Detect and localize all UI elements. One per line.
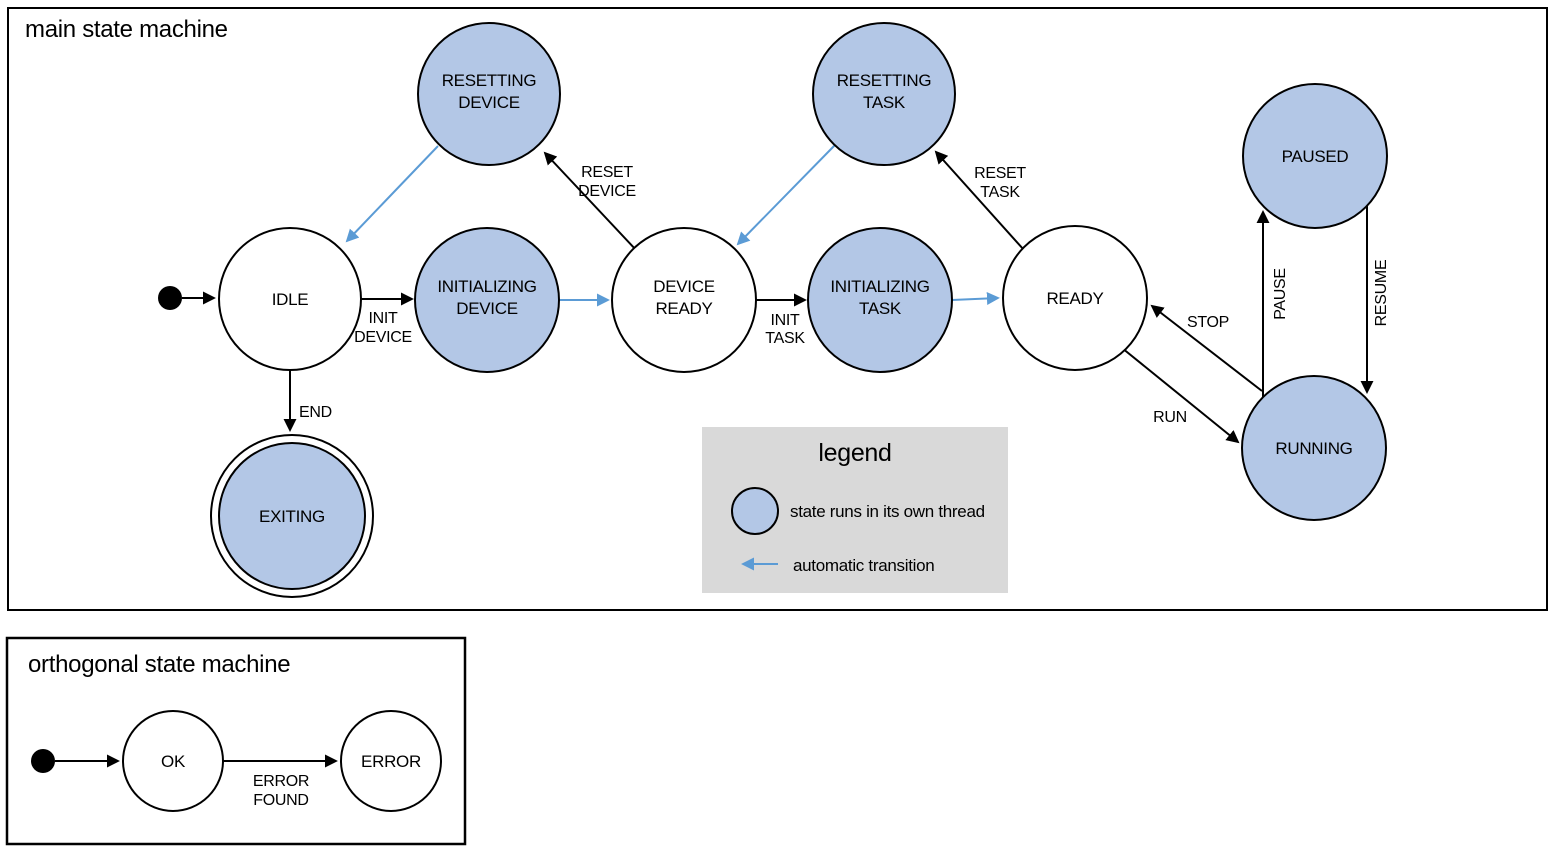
state-initializing-task — [807, 227, 953, 373]
state-initializing-task-label-line2: TASK — [859, 299, 902, 318]
transition-stop-label: STOP — [1187, 314, 1229, 331]
initial-state-dot — [158, 286, 182, 310]
orthogonal-initial-state-dot — [31, 749, 55, 773]
transition-pause-label: PAUSE — [1272, 268, 1289, 320]
transition-reset-device-label-line2: DEVICE — [578, 183, 636, 200]
state-device-ready-label-line1: DEVICE — [653, 277, 715, 296]
state-paused-label: PAUSED — [1282, 147, 1349, 166]
transition-reset-device — [543, 151, 638, 252]
transition-stop — [1150, 304, 1263, 392]
state-exiting-label: EXITING — [259, 507, 325, 526]
state-initializing-device-label-line1: INITIALIZING — [437, 277, 536, 296]
transition-auto-resetting-task-to-device-ready — [736, 144, 836, 246]
state-ready — [1002, 225, 1148, 371]
transition-run — [1121, 347, 1240, 444]
state-initializing-task-label-line1: INITIALIZING — [830, 277, 929, 296]
legend-title: legend — [818, 439, 891, 467]
transition-init-task-label-line2: TASK — [765, 330, 805, 347]
state-exiting — [218, 442, 366, 590]
state-idle — [218, 227, 362, 371]
orthogonal-machine-title: orthogonal state machine — [28, 651, 290, 678]
state-idle-label: IDLE — [272, 290, 309, 309]
state-initializing-device-label-line2: DEVICE — [456, 299, 518, 318]
transition-reset-task — [934, 150, 1025, 251]
transition-reset-device-label-line1: RESET — [581, 164, 633, 181]
transition-init-device-label-line2: DEVICE — [354, 329, 412, 346]
transition-end-label: END — [299, 404, 332, 421]
state-resetting-device-label-line2: DEVICE — [458, 93, 520, 112]
state-running — [1241, 375, 1387, 521]
state-device-ready — [611, 227, 757, 373]
state-error — [340, 710, 442, 812]
transition-auto-initializing-task-to-ready — [951, 291, 1000, 305]
transition-run-label: RUN — [1153, 409, 1187, 426]
transition-error-found-label-line2: FOUND — [253, 792, 308, 809]
state-initializing-device — [414, 227, 560, 373]
state-resetting-device — [417, 22, 561, 166]
transition-init-device-label-line1: INIT — [368, 310, 398, 327]
state-resetting-task-label-line1: RESETTING — [837, 71, 932, 90]
state-resetting-task-label-line2: TASK — [863, 93, 906, 112]
transition-init-task-label-line1: INIT — [770, 312, 800, 329]
main-machine-frame — [7, 7, 1548, 611]
transition-reset-task-label-line1: RESET — [974, 165, 1026, 182]
transition-error-found-label-line1: ERROR — [253, 773, 309, 790]
state-resetting-task — [812, 22, 956, 166]
state-paused — [1242, 83, 1388, 229]
legend-item-thread-state-label: state runs in its own thread — [790, 502, 985, 521]
transition-reset-task-label-line2: TASK — [980, 184, 1020, 201]
state-running-label: RUNNING — [1275, 439, 1352, 458]
orthogonal-machine-frame — [5, 636, 467, 846]
state-error-label: ERROR — [361, 752, 421, 771]
state-device-ready-label-line2: READY — [655, 299, 712, 318]
state-resetting-device-label-line1: RESETTING — [442, 71, 537, 90]
state-ok-label: OK — [161, 752, 186, 771]
legend-item-automatic-transition-label: automatic transition — [793, 556, 934, 575]
main-machine-title: main state machine — [25, 16, 228, 43]
transition-resume-label: RESUME — [1373, 260, 1390, 327]
state-ready-label: READY — [1046, 289, 1103, 308]
transition-auto-resetting-device-to-idle — [345, 145, 439, 243]
thread-state-swatch-icon — [731, 487, 779, 535]
